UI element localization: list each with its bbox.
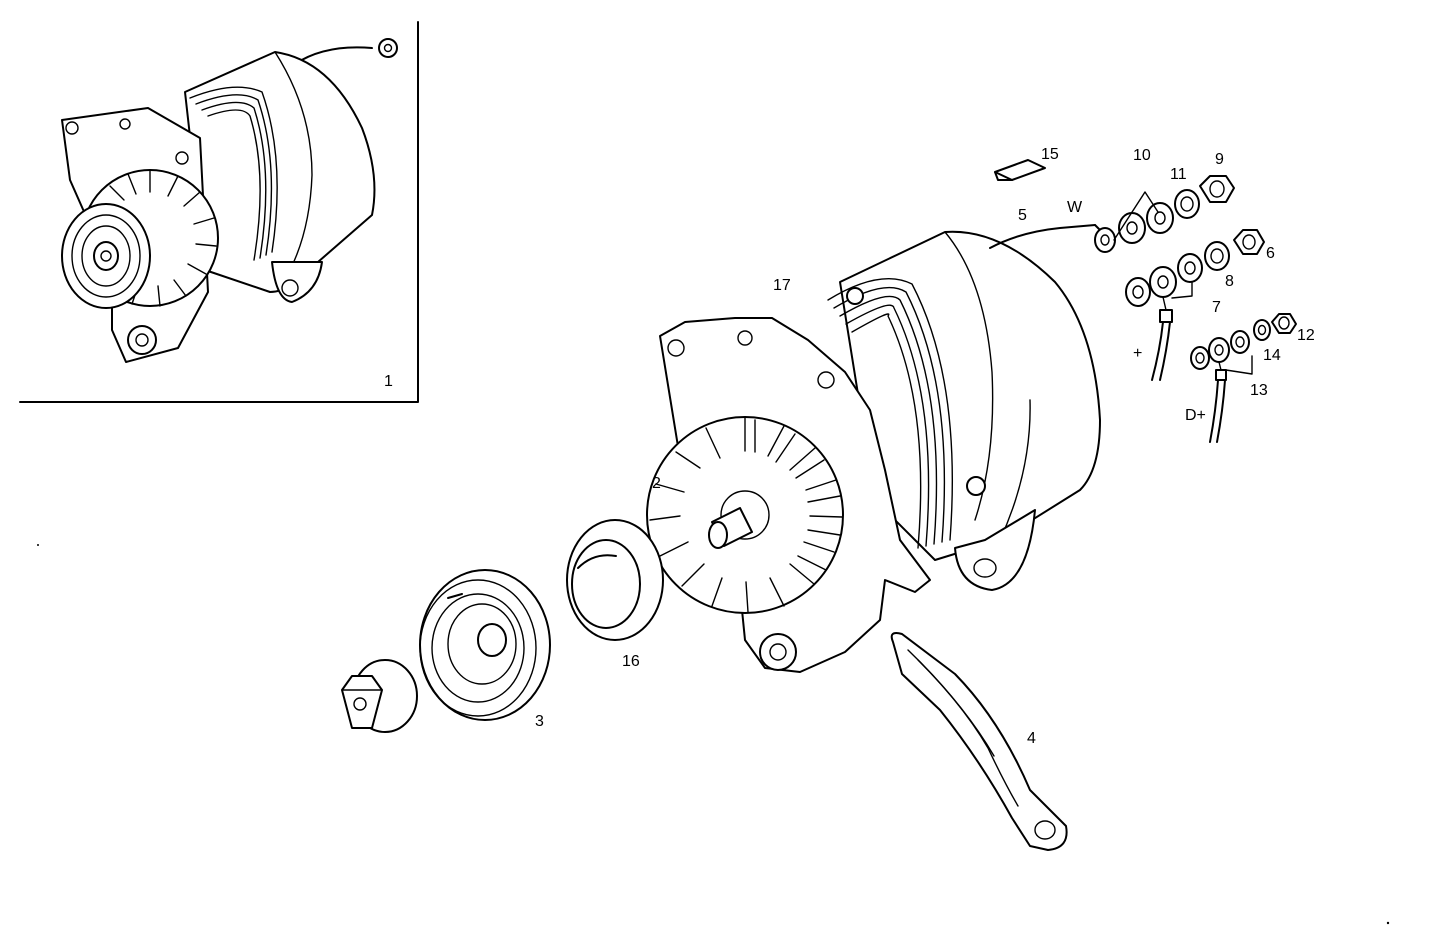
washer-11-drawing <box>1174 189 1200 219</box>
callout-5: 5 <box>1018 207 1027 224</box>
alternator-body-drawing <box>646 230 1101 673</box>
callout-12: 12 <box>1297 327 1315 344</box>
callout-6: 6 <box>1266 245 1275 262</box>
callout-14: 14 <box>1263 347 1281 364</box>
callout-13: 13 <box>1250 382 1268 399</box>
nut-6-drawing <box>1233 229 1265 255</box>
pulley-drawing <box>419 569 551 721</box>
callout-2: 2 <box>652 475 661 492</box>
callout-16: 16 <box>622 653 640 670</box>
callout-17: 17 <box>773 277 791 294</box>
inset-callout-1: 1 <box>384 373 393 390</box>
speck <box>37 544 39 546</box>
d-plus-wire-drawing <box>1190 330 1253 443</box>
wire-mark-d-plus: D+ <box>1185 407 1206 424</box>
callout-7: 7 <box>1212 299 1221 316</box>
wire-mark-plus: + <box>1133 345 1142 362</box>
speck <box>1386 921 1390 925</box>
inset-alternator-drawing <box>61 38 398 363</box>
washers-10-drawing <box>1113 191 1174 244</box>
nut-12-drawing <box>1271 313 1297 334</box>
callout-11: 11 <box>1170 166 1187 183</box>
nut-9-drawing <box>1199 175 1235 203</box>
small-bracket-drawing <box>994 159 1046 181</box>
pulley-nut-drawing <box>341 659 418 733</box>
callout-4: 4 <box>1027 730 1036 747</box>
callout-9: 9 <box>1215 151 1224 168</box>
callout-15: 15 <box>1041 146 1059 163</box>
inset-frame <box>19 21 419 403</box>
wire-mark-w: W <box>1067 199 1083 216</box>
inset-panel: 1 <box>19 21 419 403</box>
callout-8: 8 <box>1225 273 1234 290</box>
washer-8-drawing <box>1204 241 1230 271</box>
callout-3: 3 <box>535 713 544 730</box>
plus-wire-drawing <box>1125 253 1203 381</box>
washer-14-drawing <box>1253 319 1271 341</box>
w-wire-drawing <box>989 224 1116 253</box>
adjusting-bracket-drawing <box>890 632 1068 851</box>
callout-10: 10 <box>1133 147 1151 164</box>
spacer-ring-drawing <box>566 519 664 641</box>
